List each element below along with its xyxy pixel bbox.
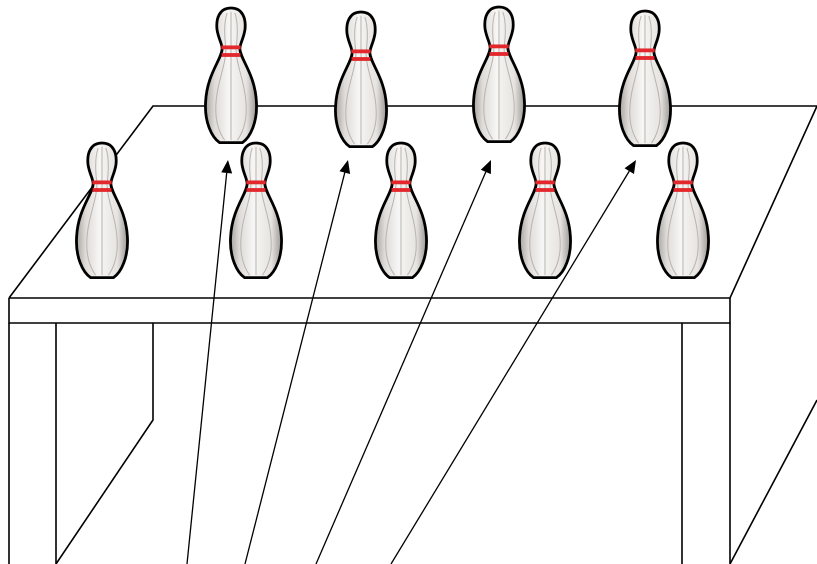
arrow-1	[186, 160, 233, 564]
arrowhead-3	[480, 160, 491, 175]
right-back-leg	[729, 399, 817, 564]
bowling-pin-back-2	[334, 10, 388, 149]
bowling-pin-back-1	[204, 6, 258, 145]
right-front-leg	[681, 323, 731, 564]
arrow-4	[390, 160, 636, 564]
back-row-pins	[204, 5, 672, 149]
table	[8, 105, 817, 564]
arrow-3	[315, 160, 491, 564]
bowling-pin-back-4	[618, 9, 672, 148]
arrows	[186, 160, 636, 564]
left-front-leg	[8, 323, 57, 564]
arrowhead-2	[339, 160, 351, 174]
table-apron	[8, 298, 731, 324]
bowling-pin-back-3	[472, 5, 526, 144]
table-top	[8, 105, 817, 299]
arrowhead-4	[624, 160, 636, 174]
arrowhead-1	[221, 160, 233, 174]
bowling-pin-front-3	[374, 141, 428, 280]
bowling-pin-front-1	[75, 141, 129, 280]
bowling-pin-front-2	[229, 141, 283, 280]
arrow-2	[244, 160, 351, 564]
left-back-leg	[55, 323, 154, 564]
bowling-pin-front-4	[518, 141, 572, 280]
bowling-pin-front-5	[656, 141, 710, 280]
front-row-pins	[75, 141, 710, 280]
